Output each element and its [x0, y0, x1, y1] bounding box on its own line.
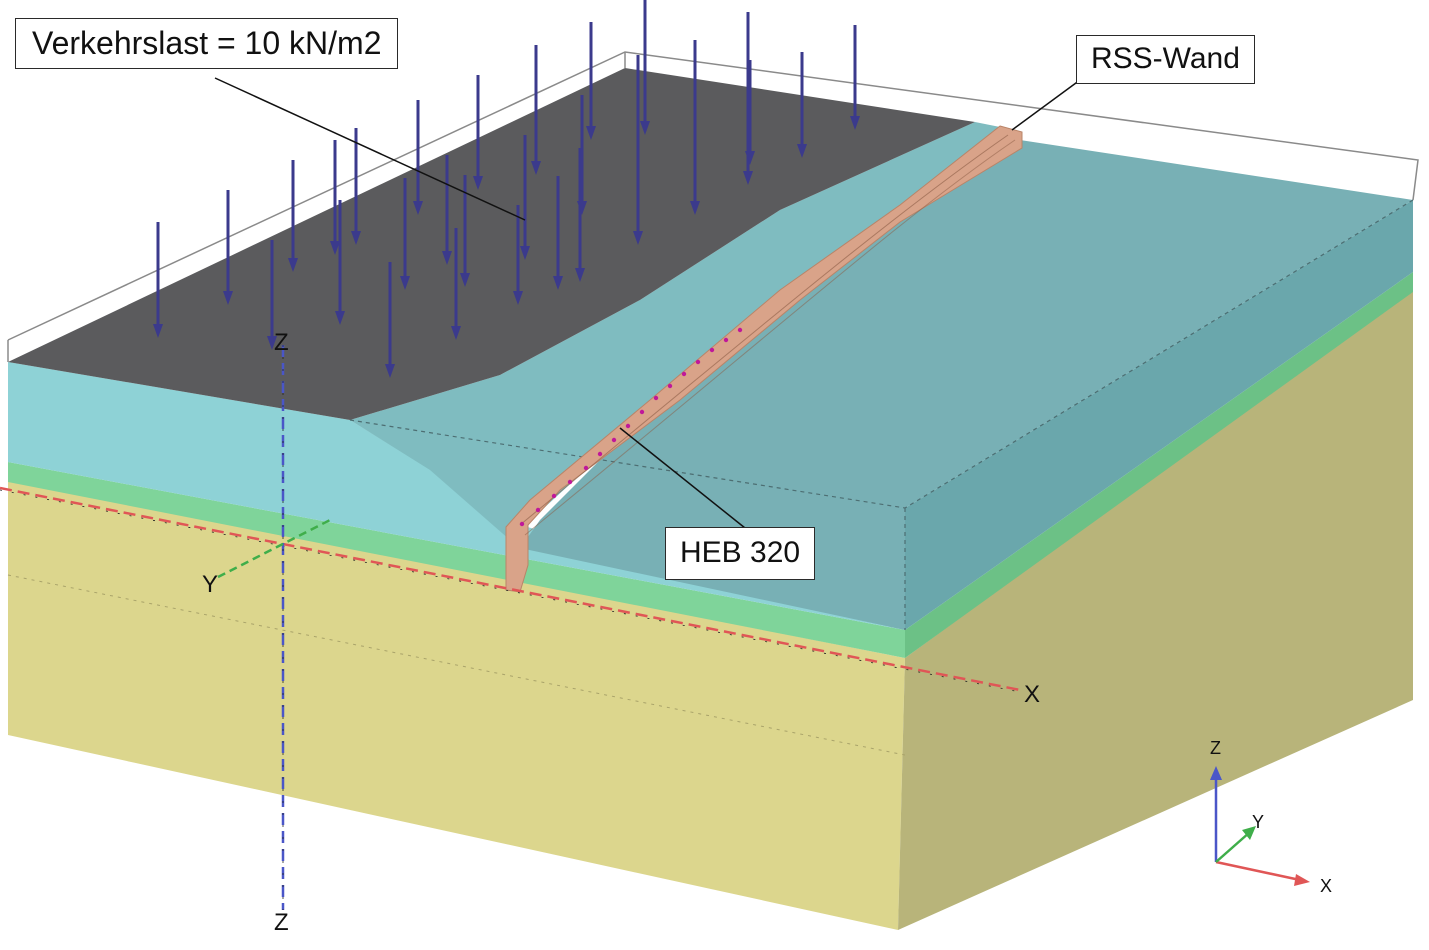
load-arrow-head [575, 268, 585, 282]
triad-z-label: Z [1210, 738, 1221, 758]
subsoil-front-face [8, 480, 905, 930]
load-arrow-head [850, 116, 860, 130]
load-arrow-head [690, 201, 700, 215]
heb-320-beam [653, 395, 659, 401]
load-arrow-head [413, 201, 423, 215]
heb-320-beam [667, 383, 673, 389]
model-y-label: Y [202, 571, 218, 598]
load-arrow-head [400, 276, 410, 290]
heb-320-beam [567, 479, 573, 485]
wall-leader-line [1011, 79, 1081, 131]
heb-320-beam [695, 359, 701, 365]
triad-y-label: Y [1252, 812, 1264, 832]
rss-wall [505, 125, 1023, 593]
heb-320-beam [611, 437, 617, 443]
load-arrow-head [330, 241, 340, 255]
heb-320-beam [681, 371, 687, 377]
model-bounding-box [7, 51, 1419, 341]
beam-leader-line [619, 427, 746, 529]
load-leader-line [214, 77, 526, 221]
load-arrow-head [745, 151, 755, 165]
heb-320-beam [723, 337, 729, 343]
embankment-slope [350, 122, 1015, 540]
load-arrow-head [586, 126, 596, 140]
load-arrow-head [520, 246, 530, 260]
load-arrow-head [442, 251, 452, 265]
subsoil-right-face [898, 288, 1413, 930]
heb-320-beam [639, 409, 645, 415]
rss-wall-callout: RSS-Wand [1076, 35, 1255, 84]
heb-320-beam [709, 347, 715, 353]
fill-top-surface [520, 140, 1413, 630]
heb-320-beam [535, 507, 541, 513]
load-arrow-head [473, 176, 483, 190]
traffic-load-callout: Verkehrslast = 10 kN/m2 [15, 18, 399, 69]
thin-layer-right [905, 272, 1413, 658]
load-arrow-head [335, 311, 345, 325]
triad-x-label: X [1320, 876, 1332, 896]
load-arrow-head [531, 161, 541, 175]
fill-layer-front [8, 362, 905, 630]
load-arrow-head [640, 121, 650, 135]
heb-320-beam [519, 521, 525, 527]
load-arrow-head [460, 273, 470, 287]
heb-320-beam [583, 465, 589, 471]
load-arrow-head [797, 144, 807, 158]
load-arrow-head [513, 291, 523, 305]
load-arrow-head [267, 336, 277, 350]
heb-320-beam [737, 327, 743, 333]
load-arrow-head [351, 231, 361, 245]
heb-320-beam [551, 493, 557, 499]
model-y-axis [217, 518, 331, 579]
load-arrow-head [451, 326, 461, 340]
orientation-triad: Z Y X [1210, 738, 1332, 896]
load-arrow-head [553, 276, 563, 290]
heb-320-beam [625, 423, 631, 429]
model-x-label: X [1024, 681, 1040, 708]
traffic-surface [8, 68, 975, 420]
traffic-load-arrows [153, 0, 860, 378]
load-arrow-head [223, 291, 233, 305]
load-arrow-head [577, 201, 587, 215]
fill-layer-right [905, 200, 1413, 630]
load-arrow-head [288, 258, 298, 272]
heb-320-beams [519, 327, 743, 527]
model-z-bottom-label: Z [274, 909, 289, 936]
thin-layer-front [8, 462, 905, 658]
model-x-axis [0, 486, 1021, 692]
load-arrow-head [633, 231, 643, 245]
heb-320-callout: HEB 320 [665, 527, 816, 580]
model-z-top-label: Z [274, 329, 289, 356]
heb-320-beam [597, 451, 603, 457]
load-arrow-head [385, 364, 395, 378]
load-arrow-head [743, 171, 753, 185]
load-arrow-head [153, 324, 163, 338]
